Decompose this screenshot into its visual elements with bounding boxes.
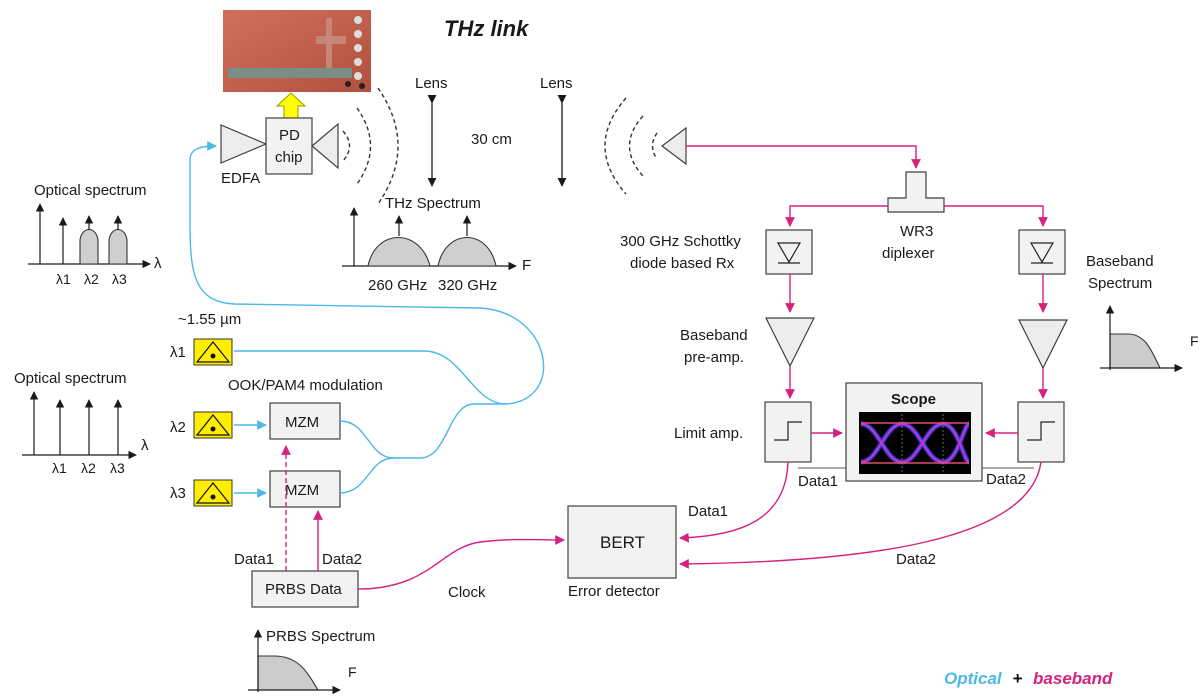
- schottky-detector-left: [765, 229, 813, 275]
- diplexer-left-line: [785, 205, 888, 227]
- laser-1: [193, 338, 233, 366]
- optical-spectrum-bottom: [22, 391, 137, 460]
- prbs-spectrum: [248, 629, 341, 695]
- edfa-label: EDFA: [221, 170, 260, 187]
- limit-amp-label: Limit amp.: [674, 425, 743, 442]
- diplexer-right-line: [944, 205, 1048, 227]
- thz-spectrum: [342, 207, 517, 271]
- rx-to-diplexer-line: [686, 145, 921, 169]
- rx-waves: [604, 97, 658, 195]
- clock-label: Clock: [448, 584, 486, 601]
- preamp-label-2: pre-amp.: [684, 349, 744, 366]
- rx-horn: [661, 126, 687, 166]
- baseband-spectrum-label-2: Spectrum: [1088, 275, 1152, 292]
- eye-diagram: [859, 412, 972, 474]
- lens-right-label: Lens: [540, 75, 573, 92]
- prbs-data-box: [251, 570, 359, 608]
- laser-2: [193, 411, 233, 439]
- freq-320-label: 320 GHz: [438, 277, 497, 294]
- data1-left-label: Data1: [234, 551, 274, 568]
- diplexer-label: diplexer: [882, 245, 935, 262]
- optical-bottom-l1: λ1: [52, 460, 67, 476]
- distance-label: 30 cm: [471, 131, 512, 148]
- preamp-left: [765, 317, 815, 368]
- thz-spectrum-title: THz Spectrum: [385, 195, 481, 212]
- thz-f-label: F: [522, 257, 531, 274]
- data2-left-label: Data2: [322, 551, 362, 568]
- legend-baseband: baseband: [1033, 669, 1113, 688]
- preamp-label-1: Baseband: [680, 327, 748, 344]
- legend-plus: +: [1012, 669, 1022, 688]
- bert-data1-label: Data1: [688, 503, 728, 520]
- tx-horn: [311, 122, 339, 170]
- diagram-title: THz link: [444, 16, 530, 41]
- clock-line: [357, 535, 565, 590]
- legend: Optical + baseband: [944, 669, 1113, 688]
- laser-1-lambda: λ1: [170, 344, 186, 361]
- limit-left-to-bert: [679, 461, 789, 543]
- scope-data1-label: Data1: [798, 473, 838, 490]
- prbs-f-label: F: [348, 664, 357, 680]
- mzm-2-label: MZM: [285, 482, 319, 499]
- baseband-spectrum: [1100, 305, 1183, 373]
- pd-chip-label-2: chip: [275, 149, 303, 166]
- optical-top-lambda-axis: λ: [154, 255, 162, 272]
- modulation-label: OOK/PAM4 modulation: [228, 377, 383, 394]
- limit-right-to-bert: [679, 461, 1042, 569]
- optical-spectrum-top: [28, 203, 151, 269]
- prbs-spectrum-title: PRBS Spectrum: [266, 628, 375, 645]
- chip-up-arrow: [275, 92, 307, 119]
- optical-bottom-l3: λ3: [110, 460, 125, 476]
- prbs-data-label: PRBS Data: [265, 581, 342, 598]
- preamp-right: [1018, 319, 1068, 370]
- laser-3-lambda: λ3: [170, 485, 186, 502]
- edfa-amplifier: [220, 124, 268, 164]
- lens-left-label: Lens: [415, 75, 448, 92]
- optical-bottom-lambda-axis: λ: [141, 437, 149, 454]
- pd-chip-box: [265, 117, 313, 175]
- limit-amp-left: [764, 401, 812, 463]
- wavelength-label: ~1.55 µm: [178, 311, 241, 328]
- wr3-diplexer: [887, 171, 945, 213]
- laser-2-lambda: λ2: [170, 419, 186, 436]
- pd-chip-label-1: PD: [279, 127, 300, 144]
- error-detector-label: Error detector: [568, 583, 660, 600]
- optical-spectrum-top-title: Optical spectrum: [34, 182, 147, 199]
- mzm-2-box: [269, 470, 341, 508]
- schottky-label-1: 300 GHz Schottky: [620, 233, 741, 250]
- baseband-spectrum-label-1: Baseband: [1086, 253, 1154, 270]
- schottky-label-2: diode based Rx: [630, 255, 735, 272]
- optical-top-l1: λ1: [56, 271, 71, 287]
- optical-spectrum-bottom-title: Optical spectrum: [14, 370, 127, 387]
- svg-text:Optical + baseband: Optical + baseband: [944, 669, 1113, 688]
- bert-label: BERT: [600, 533, 645, 552]
- baseband-f-label: F: [1190, 333, 1199, 349]
- limit-amp-right: [1017, 401, 1065, 463]
- optical-paths: [189, 141, 545, 498]
- optical-bottom-l2: λ2: [81, 460, 96, 476]
- optical-top-l3: λ3: [112, 271, 127, 287]
- scope-data2-label: Data2: [986, 471, 1026, 488]
- mzm-1-box: [269, 402, 341, 440]
- wr3-label: WR3: [900, 223, 933, 240]
- bert-box: [567, 505, 677, 579]
- freq-260-label: 260 GHz: [368, 277, 427, 294]
- legend-optical: Optical: [944, 669, 1003, 688]
- mzm-1-label: MZM: [285, 414, 319, 431]
- optical-top-l2: λ2: [84, 271, 99, 287]
- pd-chip-photo: [223, 10, 371, 92]
- laser-3: [193, 479, 233, 507]
- bert-data2-label: Data2: [896, 551, 936, 568]
- tx-waves: [342, 87, 399, 205]
- schottky-detector-right: [1018, 229, 1066, 275]
- scope-label: Scope: [891, 391, 936, 408]
